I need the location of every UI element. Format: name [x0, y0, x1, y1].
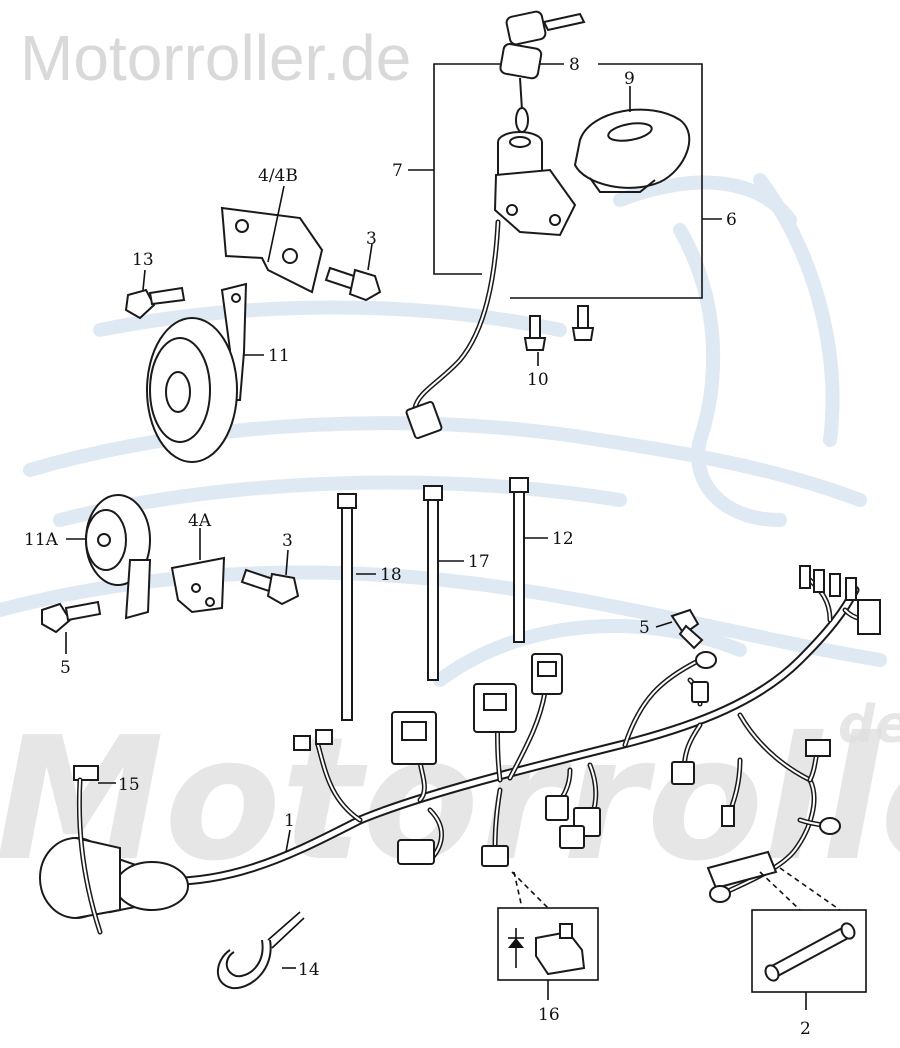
screw-pair [523, 305, 595, 366]
callout-5-left: 5 [60, 658, 71, 678]
cable-tie-17 [423, 485, 464, 681]
wire-harness [39, 565, 881, 919]
callout-5-right: 5 [639, 618, 650, 638]
callout-17: 17 [468, 552, 490, 572]
fuse-box [751, 867, 867, 1010]
bolt-3-top [324, 243, 382, 302]
callout-8: 8 [569, 55, 580, 75]
callout-11: 11 [268, 346, 290, 366]
bracket-4a [170, 528, 226, 614]
callout-2: 2 [800, 1019, 811, 1039]
callout-4a: 4A [188, 511, 212, 531]
cable-tie-18 [337, 493, 376, 721]
key-set [499, 10, 586, 133]
callout-18: 18 [380, 565, 402, 585]
callout-labels: 8 9 7 6 4/4B 3 13 10 11 11A 4A 3 18 17 1… [24, 55, 811, 1039]
cable-tie-12 [509, 477, 548, 643]
callout-3-middle: 3 [282, 531, 293, 551]
fuel-cap [573, 108, 691, 193]
callout-7: 7 [392, 161, 403, 181]
callout-10: 10 [527, 370, 549, 390]
callout-13: 13 [132, 250, 154, 270]
horn-bracket-4-4b [220, 185, 324, 294]
callout-9: 9 [624, 69, 635, 89]
callout-4-4b: 4/4B [258, 166, 298, 186]
clamp-14 [216, 911, 305, 990]
ignition-set-bracket [408, 63, 722, 299]
watermark-top: Motorroller.de [20, 22, 411, 94]
watermark-bottom-suffix: de [838, 695, 900, 755]
callout-3-top: 3 [366, 229, 377, 249]
ignition-lock [405, 131, 577, 440]
horn-11a [66, 494, 152, 620]
callout-6: 6 [726, 210, 737, 230]
callout-14: 14 [298, 960, 320, 980]
bolt-13 [124, 269, 186, 320]
callout-16: 16 [538, 1005, 560, 1025]
callout-15: 15 [118, 775, 140, 795]
callout-11a: 11A [24, 530, 59, 550]
bolt-5-right [655, 608, 704, 650]
bolt-5-left [41, 600, 102, 654]
diode-symbol-icon [508, 928, 524, 968]
callout-12: 12 [552, 529, 574, 549]
horn-11 [146, 282, 264, 463]
wire-lead-15 [73, 765, 116, 935]
bolt-3-middle [240, 549, 300, 606]
diode-module-box [497, 871, 599, 1000]
callout-1: 1 [284, 811, 295, 831]
